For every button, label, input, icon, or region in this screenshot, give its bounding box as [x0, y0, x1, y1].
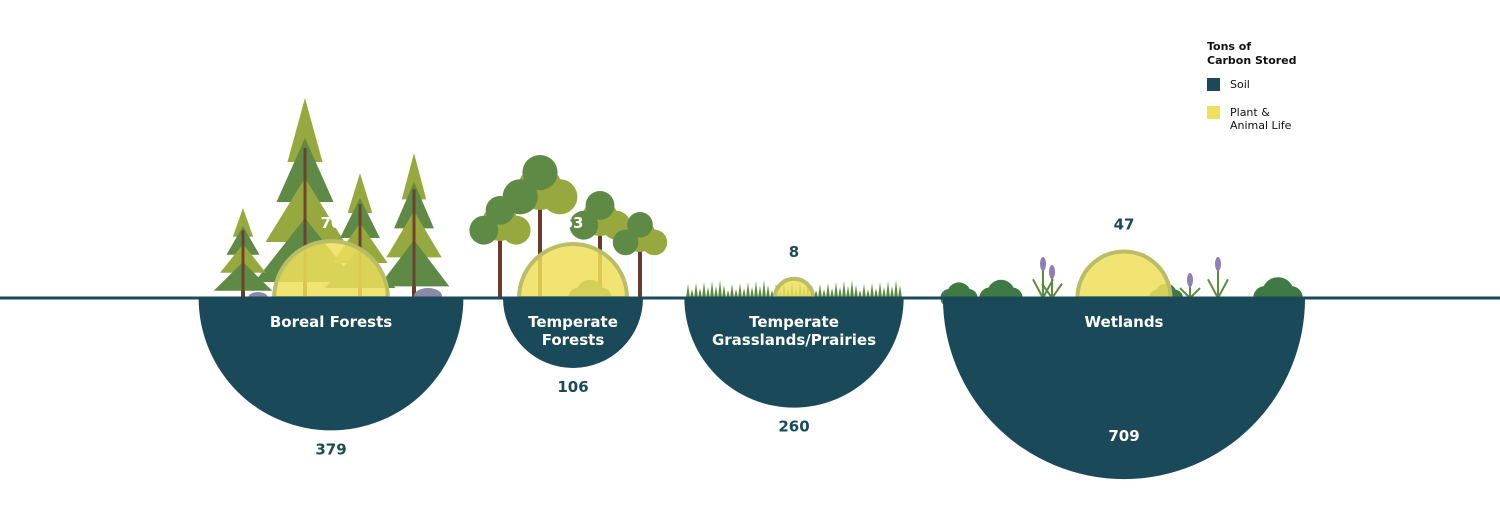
leaf-tree-icon: [612, 212, 668, 298]
grass-icon: [686, 280, 902, 298]
plant-semicircle-temperate-grasslands: [772, 276, 816, 300]
soil-value-temperate-forests: 106: [557, 378, 588, 396]
plant-semicircle-wetlands: [1075, 249, 1173, 300]
leaf-tree-icon: [502, 155, 578, 298]
soil-semicircles: [198, 298, 1306, 480]
reed-icon: [1179, 273, 1201, 299]
reed-icon: [1041, 265, 1063, 299]
legend-swatch-plant: [1207, 106, 1220, 119]
plant-value-boreal-forests: 70: [321, 214, 342, 232]
soil-value-boreal-forests: 379: [315, 440, 346, 458]
legend-title: Carbon Stored: [1207, 54, 1297, 67]
category-label-temperate-forests: Temperate: [528, 313, 618, 331]
soil-semicircle-temperate-forests: [502, 298, 644, 369]
soil-value-temperate-grasslands: 260: [778, 418, 809, 436]
soil-value-wetlands: 709: [1108, 427, 1139, 445]
labels-layer: Boreal Forests37970TemperateForests10663…: [270, 214, 1164, 458]
legend-label-plant: Animal Life: [1230, 119, 1292, 132]
legend-title: Tons of: [1207, 40, 1251, 53]
category-label-temperate-forests: Forests: [542, 331, 605, 349]
category-label-wetlands: Wetlands: [1085, 313, 1164, 331]
leaf-tree-icon: [469, 196, 531, 298]
plant-semicircles: [272, 239, 1173, 300]
category-label-temperate-grasslands: Grasslands/Prairies: [712, 331, 876, 349]
plant-semicircle-temperate-forests: [517, 242, 629, 300]
legend-label-plant: Plant &: [1230, 106, 1270, 119]
plant-value-wetlands: 47: [1114, 215, 1135, 233]
category-label-boreal-forests: Boreal Forests: [270, 313, 392, 331]
plant-semicircle-boreal-forests: [272, 239, 390, 300]
soil-semicircle-boreal-forests: [198, 298, 464, 431]
reed-icon: [1032, 257, 1054, 299]
soil-semicircle-temperate-grasslands: [684, 298, 904, 408]
reed-icon: [1207, 257, 1229, 299]
legend-swatch-soil: [1207, 78, 1220, 91]
pine-tree-icon: [213, 208, 273, 298]
legend-label-soil: Soil: [1230, 78, 1250, 91]
plant-value-temperate-forests: 63: [563, 214, 584, 232]
soil-semicircle-wetlands: [942, 298, 1306, 480]
category-label-temperate-grasslands: Temperate: [749, 313, 839, 331]
plant-value-temperate-grasslands: 8: [789, 243, 799, 261]
pine-tree-icon: [378, 153, 450, 298]
